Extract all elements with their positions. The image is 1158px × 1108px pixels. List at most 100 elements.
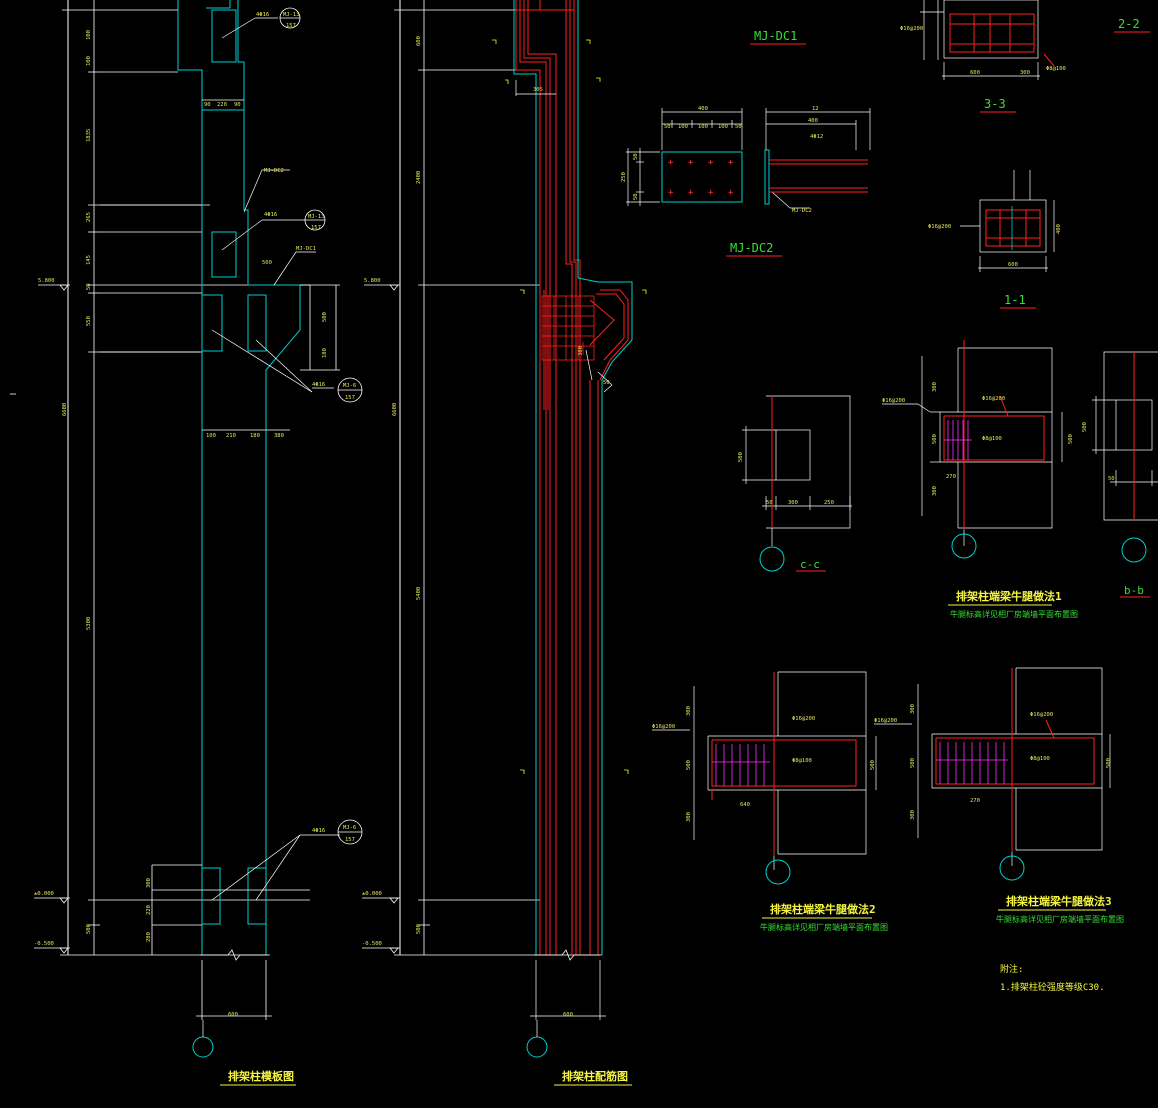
dim-left-2: 100 <box>86 56 92 66</box>
corbel-method-1: 300 500 300 500 270 Φ16@200 Φ8@100 Φ16@2… <box>882 340 1078 619</box>
dim-left-6: 50 <box>86 283 92 290</box>
dim-h-3: 90 <box>234 102 241 108</box>
dim-dc2-100b: 100 <box>698 124 708 130</box>
dim-dc2-side-250: 250 <box>621 172 627 182</box>
dim-left-4: 265 <box>86 212 92 222</box>
axis-bubble-bb <box>1121 537 1147 563</box>
dim-bb-50: 50 <box>1108 476 1115 482</box>
dim-cc-50: 50 <box>766 500 773 506</box>
dim-cc-250: 250 <box>824 500 834 506</box>
dim-dc2-100a: 100 <box>678 124 688 130</box>
dim-left-10: 300 <box>146 878 152 888</box>
label-mjdc1: MJ-DC1 <box>296 246 316 252</box>
label-11-anchor: Φ16@200 <box>928 224 951 230</box>
elevation-5800-mid: 5.800 <box>364 278 381 284</box>
dim-c3-270: 270 <box>970 798 980 804</box>
title-section-1-1: 1-1 <box>1004 293 1026 307</box>
callout-mj6-ref-bottom: 157 <box>345 837 355 843</box>
dim-left-12: 280 <box>146 932 152 942</box>
dim-c1-300a: 300 <box>932 382 938 392</box>
elevation-5800-left: 5.800 <box>38 278 55 284</box>
dim-corbel-height: 500 <box>322 312 328 322</box>
section-b-b: 500 50 b-b <box>1082 351 1158 598</box>
dim-dc2-side-50b: 50 <box>633 193 639 200</box>
axis-bubble-c3 <box>999 855 1025 881</box>
dim-c2-640: 640 <box>740 802 750 808</box>
dim-mid-3: 6600 <box>392 403 398 416</box>
dim-mid-h2: 600 <box>563 1012 573 1018</box>
svg-text:+: + <box>728 188 734 198</box>
bolt-note-base: 4Φ16 <box>312 828 325 834</box>
callout-mj13-ref: 157 <box>311 225 321 231</box>
dim-c1-right: 500 <box>1068 434 1074 444</box>
dim-mid-2: 2400 <box>416 171 422 184</box>
dim-left-7: 550 <box>86 316 92 326</box>
elevation-neg500-left: -0.500 <box>34 941 54 947</box>
dim-dc2-r-12: 12 <box>812 106 819 112</box>
title-column-template: 排架柱模板图 <box>228 1069 294 1083</box>
svg-text:+: + <box>668 188 674 198</box>
label-c1-rebar: Φ16@200 <box>982 396 1005 402</box>
dim-c3-500: 500 <box>910 758 916 768</box>
axis-bubble-c1 <box>951 533 977 559</box>
dim-dc2-side-50a: 50 <box>633 153 639 160</box>
dim-dc2-50b: 50 <box>735 124 742 130</box>
svg-text:+: + <box>668 158 674 168</box>
elevation-neg500-mid: -0.500 <box>362 941 382 947</box>
dim-h-2: 220 <box>217 102 227 108</box>
dim-h-6: 180 <box>250 433 260 439</box>
dim-c1-500: 500 <box>932 434 938 444</box>
axis-bubble-mid <box>526 1036 548 1058</box>
dim-h-4: 100 <box>206 433 216 439</box>
bolt-note-mid: 4Φ16 <box>264 212 277 218</box>
bolt-note-corbel: 4Φ16 <box>312 382 325 388</box>
dim-mid-4: 5400 <box>416 587 422 600</box>
title-section-2-2: 2-2 <box>1118 17 1140 31</box>
axis-bubble-left <box>192 1036 214 1058</box>
svg-text:+: + <box>708 188 714 198</box>
dim-c2-300b: 300 <box>686 812 692 822</box>
embed-plate-details: MJ-DC1 MJ-DC2 ++++ ++++ 400 50 100 <box>621 29 871 257</box>
title-mj-dc2: MJ-DC2 <box>730 241 773 255</box>
title-section-c-c: c-c <box>800 558 820 571</box>
elevation-0-mid: ±0.000 <box>362 891 382 897</box>
elevation-0-left: ±0.000 <box>34 891 54 897</box>
dim-cc-300: 300 <box>788 500 798 506</box>
title-column-reinforcement: 排架柱配筋图 <box>562 1069 628 1083</box>
label-mjdc2: MJ-DC2 <box>264 168 284 174</box>
dim-corbel-tag: 50 <box>603 380 610 386</box>
dim-c2-right: 500 <box>870 760 876 770</box>
dim-11-600: 600 <box>1008 262 1018 268</box>
title-corbel-1: 排架柱端梁牛腿做法1 <box>956 589 1062 603</box>
label-c3-note: Φ16@200 <box>874 718 897 724</box>
dim-left-8: 6600 <box>62 403 68 416</box>
svg-text:+: + <box>688 188 694 198</box>
callout-mj6-ref: 157 <box>345 395 355 401</box>
callout-mj13: MJ-13 <box>308 214 325 220</box>
dim-c3-right: 500 <box>1106 758 1112 768</box>
dim-h-1: 90 <box>204 102 211 108</box>
dim-left-9: 5300 <box>86 617 92 630</box>
dim-c3-300b: 300 <box>910 810 916 820</box>
dim-h-8: 500 <box>262 260 272 266</box>
dim-dc2-100c: 100 <box>718 124 728 130</box>
label-c1-stirrup: Φ8@100 <box>982 436 1002 442</box>
dim-dc2-r-400: 400 <box>808 118 818 124</box>
title-corbel-3: 排架柱端梁牛腿做法3 <box>1006 894 1112 908</box>
note-corbel-3: 牛腿标高详见相厂房端墙平面布置图 <box>996 914 1124 924</box>
dim-left-11: 220 <box>146 905 152 915</box>
dim-c3-300a: 300 <box>910 704 916 714</box>
label-plate-note: MJ-DC2 <box>792 208 812 214</box>
dim-c1-300b: 300 <box>932 486 938 496</box>
dim-mid-1: 600 <box>416 36 422 46</box>
callout-mj6: MJ-6 <box>343 383 356 389</box>
dim-c2-500: 500 <box>686 760 692 770</box>
label-c3-stirrup: Φ8@100 <box>1030 756 1050 762</box>
dim-33-300: 300 <box>1020 70 1030 76</box>
notes-block: 附注: 1.排架柱砼强度等级C30. <box>1000 963 1105 993</box>
title-corbel-2: 排架柱端梁牛腿做法2 <box>770 902 876 916</box>
dim-corbel-height-2: 180 <box>322 348 328 358</box>
callout-mj6-bottom: MJ-6 <box>343 825 356 831</box>
label-c2-note: Φ16@200 <box>652 724 675 730</box>
title-section-3-3: 3-3 <box>984 97 1006 111</box>
